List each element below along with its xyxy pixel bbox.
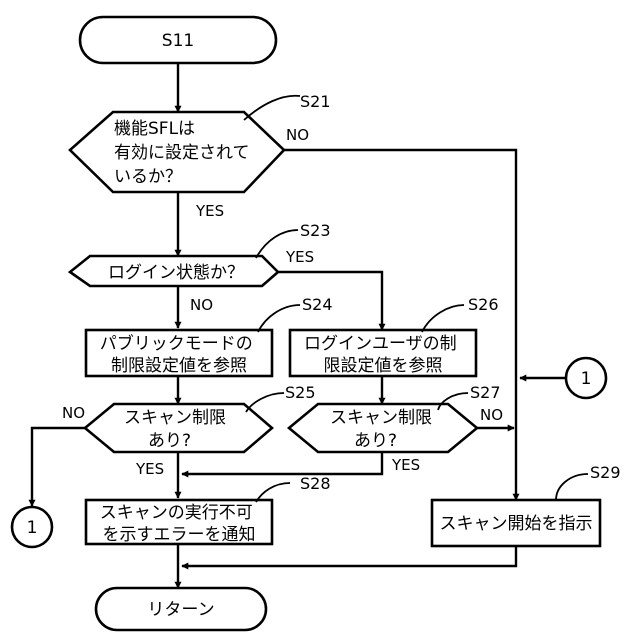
public-mode-line-2: 制限設定値を参照: [111, 356, 247, 376]
sfl-check-line-1: 機能SFLは: [114, 119, 195, 139]
start-label: S11: [162, 31, 194, 51]
s21-yes-label: YES: [195, 202, 224, 220]
start-terminal: S11: [80, 17, 276, 63]
connector-left: 1: [12, 507, 52, 547]
scan-start-label: スキャン開始を指示: [440, 514, 593, 534]
s27-no-label: NO: [480, 406, 503, 424]
s23-no-label: NO: [190, 296, 213, 314]
end-label: リターン: [147, 600, 214, 620]
ref-s25: S25: [285, 383, 316, 402]
flow-line-s25-no: [32, 428, 85, 506]
s26-leader: [422, 305, 464, 332]
login-user-process: ログインユーザの制 限設定値を参照: [290, 330, 476, 376]
connector-left-label: 1: [27, 518, 38, 538]
ref-s21: S21: [300, 92, 331, 111]
s23-yes-label: YES: [285, 248, 314, 266]
scan-limit-left-line-2: あり?: [148, 431, 191, 451]
s24-leader: [258, 305, 300, 332]
notify-line-1: スキャンの実行不可: [100, 503, 253, 523]
ref-s23: S23: [300, 221, 331, 240]
public-mode-line-1: パブリックモードの: [100, 333, 253, 354]
scan-limit-right-decision: スキャン制限 あり?: [289, 404, 477, 452]
public-mode-process: パブリックモードの 制限設定値を参照: [86, 330, 272, 376]
end-terminal: リターン: [96, 588, 266, 630]
connector-right: 1: [566, 358, 606, 398]
flow-line-s27-yes: [182, 452, 382, 474]
ref-s28: S28: [300, 474, 331, 493]
sfl-check-line-2: 有効に設定されて: [114, 143, 250, 163]
login-check-label: ログイン状態か？: [108, 263, 244, 283]
s21-no-label: NO: [286, 126, 309, 144]
login-user-line-1: ログインユーザの制: [304, 334, 457, 354]
s25-yes-label: YES: [135, 460, 164, 478]
login-state-decision: ログイン状態か？: [70, 256, 278, 286]
scan-limit-right-line-2: あり?: [354, 431, 397, 451]
login-user-line-2: 限設定値を参照: [324, 356, 443, 376]
s25-no-label: NO: [62, 404, 85, 422]
s29-leader: [556, 474, 588, 500]
scan-error-process: スキャンの実行不可 を示すエラーを通知: [86, 500, 272, 545]
ref-s27: S27: [470, 383, 501, 402]
sfl-enabled-decision: 機能SFLは 有効に設定されて いるか？: [70, 112, 284, 192]
scan-limit-left-decision: スキャン制限 あり?: [85, 404, 272, 452]
scan-start-process: スキャン開始を指示: [432, 500, 600, 546]
connector-right-label: 1: [581, 369, 592, 389]
ref-s29: S29: [590, 463, 621, 482]
scan-limit-right-line-1: スキャン制限: [330, 408, 432, 428]
s21-leader: [244, 96, 300, 120]
sfl-check-line-3: いるか？: [114, 167, 182, 187]
s27-yes-label: YES: [391, 456, 420, 474]
scan-limit-left-line-1: スキャン制限: [124, 408, 226, 428]
flow-line-s29-to-end: [182, 546, 516, 566]
ref-s24: S24: [302, 295, 333, 314]
ref-s26: S26: [468, 295, 499, 314]
notify-line-2: を示すエラーを通知: [103, 525, 256, 545]
